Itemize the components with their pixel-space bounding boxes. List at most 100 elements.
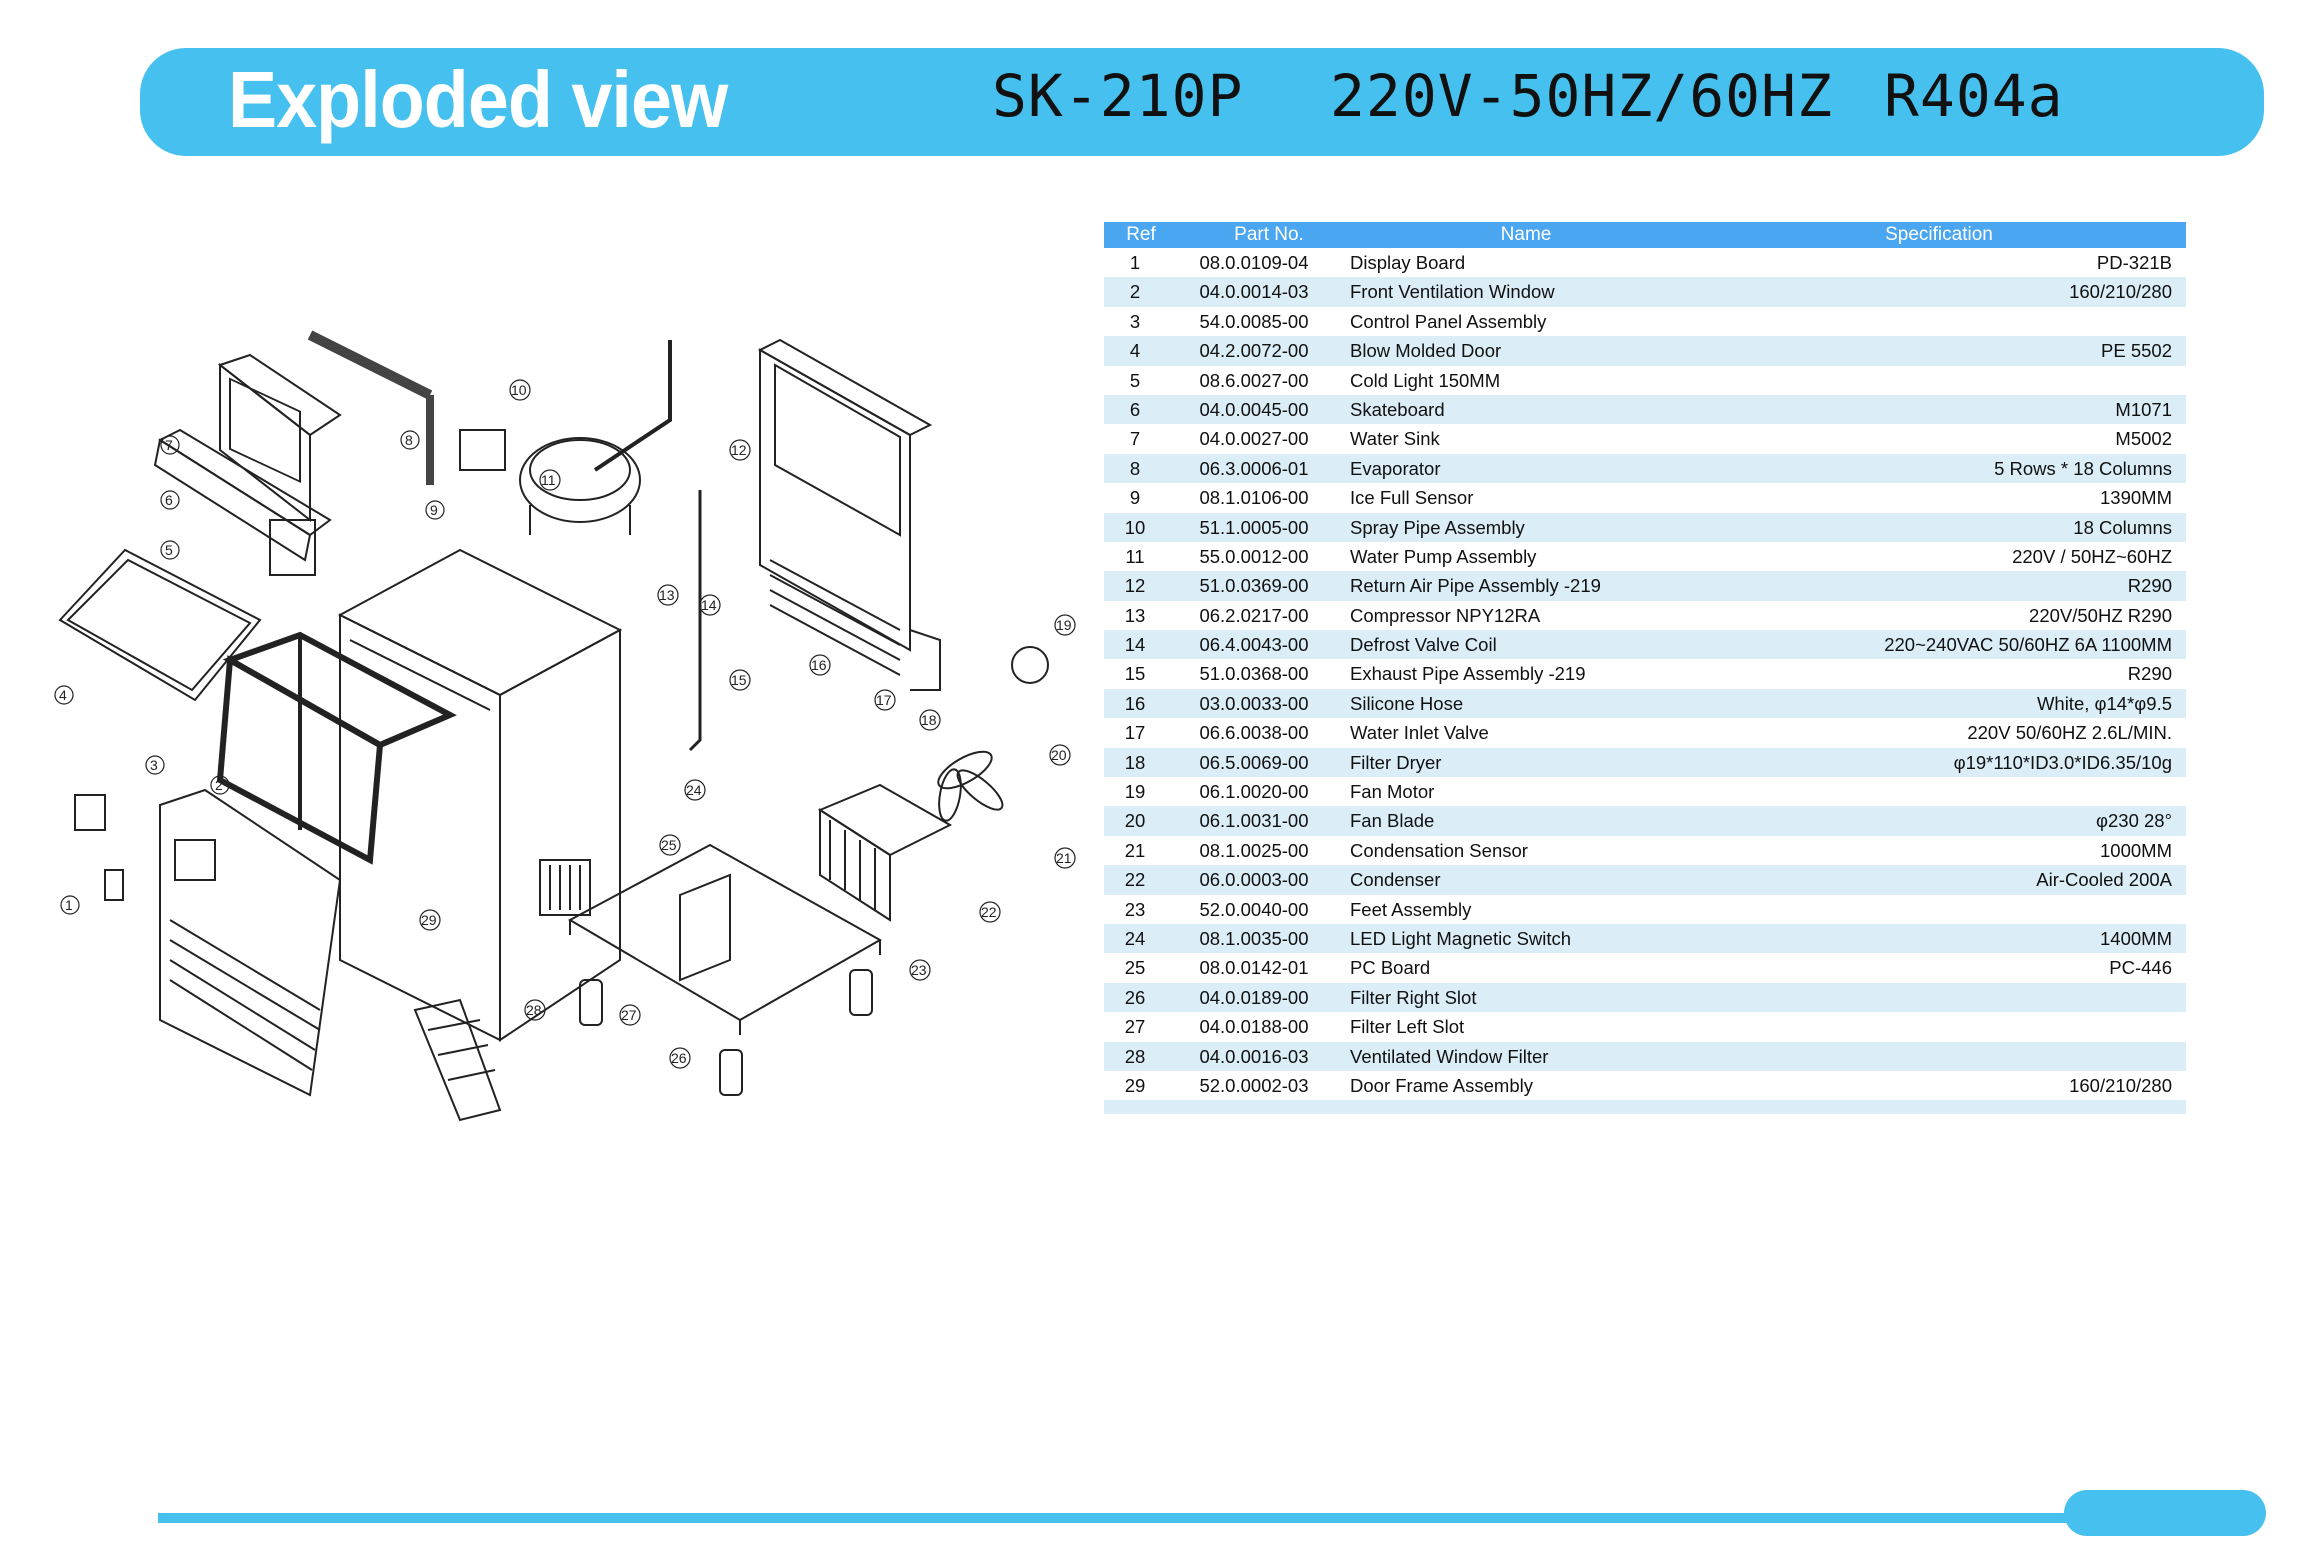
cell-ref: 1 xyxy=(1129,252,1141,273)
cell-spec: 220V/50HZ R290 xyxy=(2029,604,2172,626)
exploded-diagram-svg: 1 2 3 4 5 6 7 8 9 10 11 12 13 14 15 16 1… xyxy=(54,330,1076,1122)
cell-spec xyxy=(1690,1042,2186,1071)
callouts: 1 2 3 4 5 6 7 8 9 10 11 12 13 14 15 16 1… xyxy=(54,379,1076,1069)
callout-19: 19 xyxy=(1056,617,1072,633)
fan-blade-drawing xyxy=(937,750,1004,822)
callout-10: 10 xyxy=(511,382,527,398)
parts-table-tail xyxy=(1104,1100,2186,1115)
return-pipe-drawing xyxy=(593,340,672,472)
cell-part-no: 51.0.0368-00 xyxy=(1199,663,1309,685)
callout-11: 11 xyxy=(541,472,556,488)
cell-part-no: 06.1.0020-00 xyxy=(1199,781,1309,803)
callout-15: 15 xyxy=(731,672,747,688)
cell-ref: 2 xyxy=(1129,281,1141,303)
cell-part-no: 04.0.0045-00 xyxy=(1199,398,1309,420)
door-frame-drawing xyxy=(216,631,457,865)
column-header-specification: Specification xyxy=(1885,224,1993,245)
callout-25: 25 xyxy=(661,837,677,853)
footer-rule xyxy=(158,1513,2078,1523)
cell-ref: 3 xyxy=(1129,310,1141,332)
cell-part-no: 04.2.0072-00 xyxy=(1199,340,1309,362)
compressor-drawing xyxy=(519,437,641,535)
cell-name: Display Board xyxy=(1350,252,1466,273)
cell-part-no: 06.6.0038-00 xyxy=(1199,722,1309,744)
callout-17: 17 xyxy=(876,692,892,708)
cell-ref: 16 xyxy=(1124,692,1146,714)
cell-ref: 26 xyxy=(1124,986,1146,1008)
cell-name: Blow Molded Door xyxy=(1350,340,1502,362)
cell-name: Evaporator xyxy=(1350,457,1441,479)
footer-tab xyxy=(2064,1490,2266,1536)
cell-name: Skateboard xyxy=(1350,398,1445,420)
cell-part-no: 54.0.0085-00 xyxy=(1199,310,1309,332)
cell-part-no: 08.0.0142-01 xyxy=(1199,957,1309,979)
cell-spec: White, φ14*φ9.5 xyxy=(2036,692,2172,714)
cell-spec: φ19*110*ID3.0*ID6.35/10g xyxy=(1953,751,2172,773)
cell-spec: M5002 xyxy=(2115,428,2172,450)
cell-spec: 1400MM xyxy=(2100,927,2172,949)
base-plate-drawing xyxy=(567,843,883,1035)
callout-8: 8 xyxy=(405,432,413,448)
display-board-drawing xyxy=(104,869,124,901)
cell-name: Condenser xyxy=(1350,869,1441,891)
water-pump-drawing xyxy=(459,429,506,471)
cell-spec: 220V 50/60HZ 2.6L/MIN. xyxy=(1967,722,2172,744)
cell-part-no: 52.0.0002-03 xyxy=(1199,1074,1309,1096)
cell-ref: 11 xyxy=(1125,545,1145,567)
cell-ref: 23 xyxy=(1124,898,1146,920)
cell-ref: 7 xyxy=(1129,428,1141,450)
cell-ref: 8 xyxy=(1129,457,1141,479)
cell-spec xyxy=(1690,307,2186,336)
cell-part-no: 08.1.0106-00 xyxy=(1199,487,1309,509)
cell-ref: 4 xyxy=(1129,340,1141,362)
cell-name: Ventilated Window Filter xyxy=(1350,1045,1549,1067)
cell-name: Filter Left Slot xyxy=(1350,1016,1465,1038)
cell-ref: 22 xyxy=(1124,869,1146,891)
cell-ref: 6 xyxy=(1129,398,1141,420)
cell-spec: 160/210/280 xyxy=(2069,1074,2172,1096)
condenser-drawing xyxy=(817,783,953,922)
cell-name: Door Frame Assembly xyxy=(1350,1074,1533,1096)
callout-18: 18 xyxy=(921,712,937,728)
cell-name: Water Sink xyxy=(1350,428,1440,450)
callout-27: 27 xyxy=(621,1007,637,1023)
callout-22: 22 xyxy=(981,904,997,920)
cell-spec xyxy=(1690,777,2186,806)
cell-part-no: 04.0.0016-03 xyxy=(1199,1045,1309,1067)
callout-13: 13 xyxy=(659,587,675,603)
cell-part-no: 06.2.0217-00 xyxy=(1199,604,1309,626)
cell-part-no: 06.5.0069-00 xyxy=(1199,751,1309,773)
column-header-ref: Ref xyxy=(1126,224,1156,245)
page-title: Exploded view xyxy=(228,55,728,144)
cell-ref: 10 xyxy=(1124,516,1146,538)
cell-ref: 5 xyxy=(1129,369,1141,391)
cell-spec: Air-Cooled 200A xyxy=(2036,869,2172,891)
cell-spec: 160/210/280 xyxy=(2069,281,2172,303)
evaporator-drawing xyxy=(153,353,342,576)
model-number: SK-210P xyxy=(992,62,1244,130)
cell-name: Feet Assembly xyxy=(1350,898,1472,920)
cabinet-drawing xyxy=(337,548,623,1042)
cell-part-no: 51.0.0369-00 xyxy=(1199,575,1309,597)
callout-24: 24 xyxy=(686,782,702,798)
